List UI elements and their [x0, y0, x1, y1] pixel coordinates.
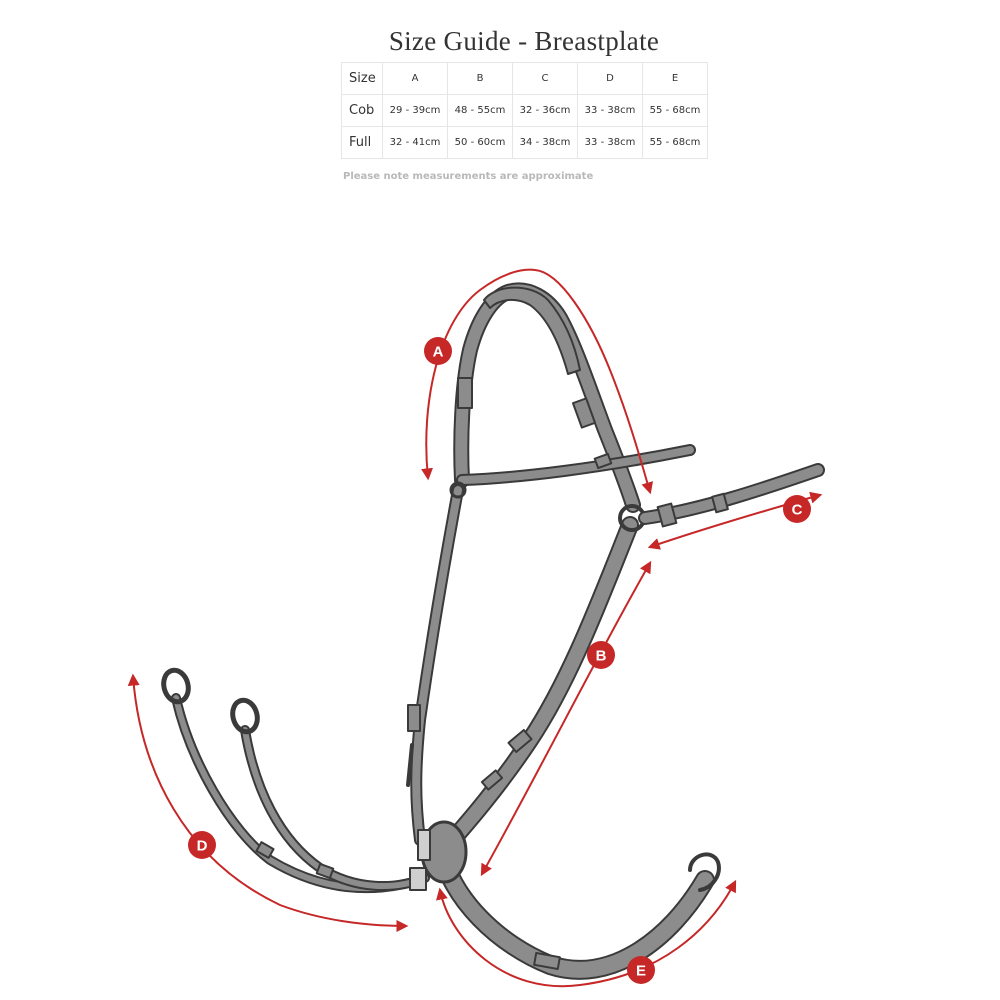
left-strap-fill	[412, 486, 462, 844]
badge-a-label: A	[433, 344, 444, 361]
header-a: A	[382, 62, 448, 95]
badge-d-label: D	[197, 838, 208, 855]
cell-full-c: 34 - 38cm	[512, 126, 578, 159]
badge-c: C	[783, 495, 811, 523]
badge-d: D	[188, 831, 216, 859]
buckle	[457, 377, 473, 409]
header-size: Size	[341, 62, 383, 95]
cell-cob-d: 33 - 38cm	[577, 94, 643, 127]
table-header-row: Size A B C D E	[341, 62, 708, 95]
header-d: D	[577, 62, 643, 95]
keeper	[315, 862, 335, 880]
arrow-d	[127, 673, 409, 932]
centre-strap	[439, 516, 639, 854]
header-b: B	[447, 62, 513, 95]
buckle	[571, 397, 597, 429]
arrow-b	[480, 560, 652, 877]
badge-a: A	[424, 337, 452, 365]
strap-end	[406, 743, 414, 787]
table-row: Cob 29 - 39cm 48 - 55cm 32 - 36cm 33 - 3…	[341, 94, 708, 127]
header-c: C	[512, 62, 578, 95]
badge-b-label: B	[596, 648, 607, 665]
size-table: Size A B C D E Cob 29 - 39cm 48 - 55cm 3…	[341, 62, 708, 159]
badge-e: E	[627, 956, 655, 984]
page-title: Size Guide - Breastplate	[388, 26, 660, 56]
badge-c-label: C	[792, 502, 803, 519]
row-size-cob: Cob	[341, 94, 383, 127]
buckle	[417, 829, 431, 861]
cell-cob-c: 32 - 36cm	[512, 94, 578, 127]
girth-strap-fill	[432, 837, 713, 978]
cell-full-b: 50 - 60cm	[447, 126, 513, 159]
badge-b: B	[587, 641, 615, 669]
cell-full-e: 55 - 68cm	[642, 126, 708, 159]
buckle	[407, 704, 421, 732]
measurement-note: Please note measurements are approximate	[343, 171, 594, 182]
breastplate-illustration	[161, 282, 825, 980]
neck-pad	[483, 286, 581, 375]
keeper	[593, 452, 613, 470]
badge-e-label: E	[636, 963, 646, 980]
row-size-full: Full	[341, 126, 383, 159]
keeper	[533, 952, 561, 970]
table-row: Full 32 - 41cm 50 - 60cm 34 - 38cm 33 - …	[341, 126, 708, 159]
buckle	[409, 867, 427, 891]
keeper	[711, 492, 729, 514]
arrow-e	[436, 879, 737, 988]
cell-cob-b: 48 - 55cm	[447, 94, 513, 127]
header-e: E	[642, 62, 708, 95]
cell-cob-e: 55 - 68cm	[642, 94, 708, 127]
cell-full-d: 33 - 38cm	[577, 126, 643, 159]
